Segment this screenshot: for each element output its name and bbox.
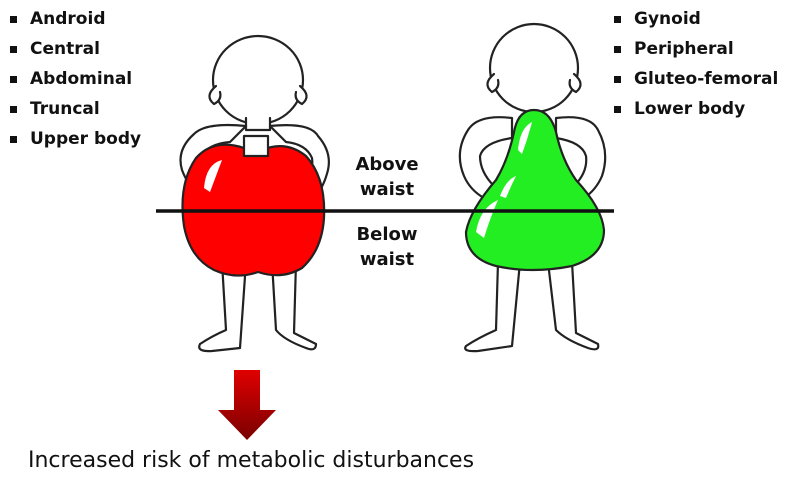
- below-waist-label: Below waist: [332, 222, 442, 272]
- list-item: Truncal: [10, 94, 141, 124]
- bullet-icon: [10, 16, 17, 23]
- pear-head: [490, 24, 578, 112]
- bullet-icon: [10, 76, 17, 83]
- pear-figure: [460, 24, 605, 351]
- gynoid-terms-list: Gynoid Peripheral Gluteo-femoral Lower b…: [614, 4, 778, 124]
- apple-neck: [246, 118, 270, 130]
- bullet-icon: [614, 46, 621, 53]
- bullet-icon: [614, 106, 621, 113]
- list-item: Abdominal: [10, 64, 141, 94]
- list-item: Upper body: [10, 124, 141, 154]
- list-item: Central: [10, 34, 141, 64]
- bullet-icon: [614, 16, 621, 23]
- bullet-icon: [614, 76, 621, 83]
- list-item: Lower body: [614, 94, 778, 124]
- caption: Increased risk of metabolic disturbances: [28, 448, 474, 473]
- bullet-icon: [10, 106, 17, 113]
- list-item: Gynoid: [614, 4, 778, 34]
- android-terms-list: Android Central Abdominal Truncal Upper …: [10, 4, 141, 154]
- pear-right-leg: [548, 262, 598, 349]
- bullet-icon: [10, 136, 17, 143]
- list-item: Peripheral: [614, 34, 778, 64]
- down-arrow-icon: [218, 370, 276, 440]
- list-item: Android: [10, 4, 141, 34]
- list-item: Gluteo-femoral: [614, 64, 778, 94]
- apple-head: [213, 36, 303, 124]
- bullet-icon: [10, 46, 17, 53]
- apple-collar: [244, 136, 268, 156]
- above-waist-label: Above waist: [332, 152, 442, 202]
- pear-left-leg: [465, 262, 520, 351]
- apple-figure: [181, 36, 329, 351]
